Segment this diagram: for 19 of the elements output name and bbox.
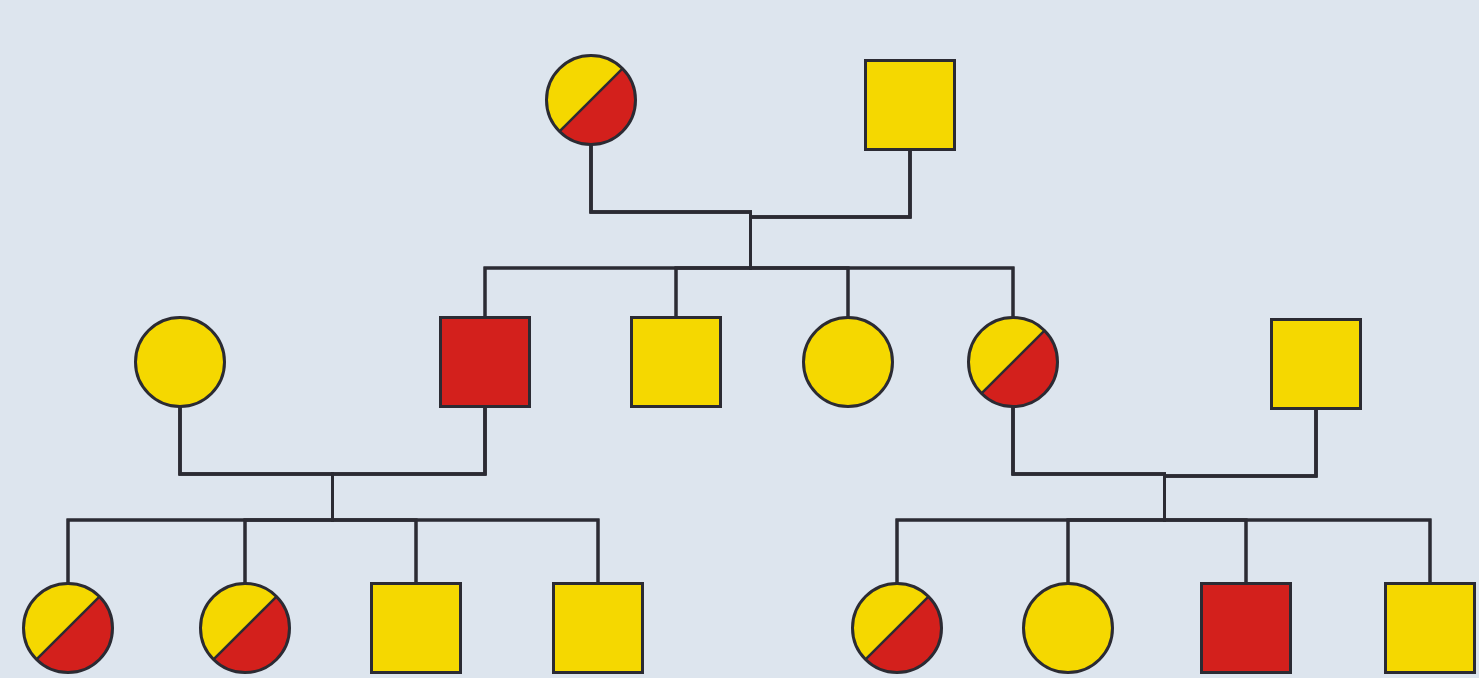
female-symbol — [199, 582, 291, 674]
female-symbol — [851, 582, 943, 674]
female-symbol — [134, 316, 226, 408]
male-symbol — [864, 59, 956, 151]
male-symbol — [439, 316, 531, 408]
male-symbol — [1384, 582, 1476, 674]
female-symbol — [1022, 582, 1114, 674]
female-symbol — [545, 54, 637, 146]
female-symbol — [802, 316, 894, 408]
female-symbol — [22, 582, 114, 674]
male-symbol — [552, 582, 644, 674]
pedigree-line — [749, 150, 1015, 317]
male-symbol — [1270, 318, 1362, 410]
pedigree-line — [331, 407, 600, 583]
pedigree-line — [1163, 409, 1432, 583]
male-symbol — [630, 316, 722, 408]
male-symbol — [1200, 582, 1292, 674]
female-symbol — [967, 316, 1059, 408]
male-symbol — [370, 582, 462, 674]
